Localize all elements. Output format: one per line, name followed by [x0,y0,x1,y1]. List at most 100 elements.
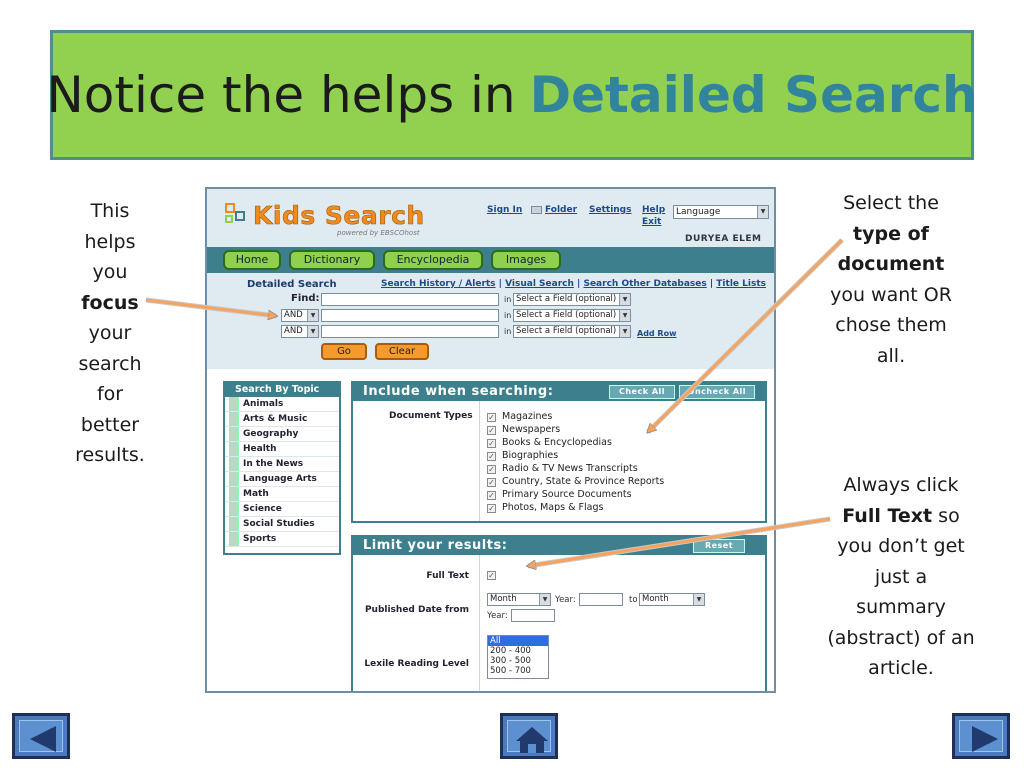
search-history-link[interactable]: Search History / Alerts [381,279,496,289]
lexile-option[interactable]: All [488,636,548,646]
home-slide-button[interactable] [500,713,558,759]
institution-name: DURYEA ELEM [685,234,762,244]
doc-type-label: Radio & TV News Transcripts [502,463,638,474]
previous-slide-button[interactable] [12,713,70,759]
note-line: (abstract) of an [827,626,975,649]
app-logo[interactable]: Kids Search [253,201,425,231]
search-input-1[interactable] [321,293,499,306]
column-divider [479,555,480,691]
nav-dictionary-button[interactable]: Dictionary [289,250,375,270]
nav-images-button[interactable]: Images [491,250,561,270]
checkbox[interactable]: ✓ [487,465,496,474]
checkbox[interactable]: ✓ [487,478,496,487]
topic-item[interactable]: Animals [225,397,339,412]
field-select-value: Select a Field (optional) [516,294,617,304]
note-line: Select the [843,192,939,214]
exit-link[interactable]: Exit [642,217,662,227]
doc-type-label: Country, State & Province Reports [502,476,665,487]
doc-type-option[interactable]: ✓ Photos, Maps & Flags [487,502,603,513]
note-document-type: Select the type of document you want OR … [806,188,976,371]
topic-item[interactable]: Science [225,502,339,517]
checkbox[interactable]: ✓ [487,504,496,513]
topic-item[interactable]: Arts & Music [225,412,339,427]
note-line-bold: document [837,253,945,275]
doc-type-option[interactable]: ✓Magazines [487,411,552,422]
go-button[interactable]: Go [321,343,367,360]
from-year-input[interactable] [579,593,623,606]
doc-type-option[interactable]: ✓ Radio & TV News Transcripts [487,463,638,474]
document-types-label: Document Types [389,411,473,421]
year-label: Year: [555,595,576,605]
topics-header: Search By Topic [225,383,339,397]
search-input-3[interactable] [321,325,499,338]
topic-item[interactable]: Language Arts [225,472,339,487]
note-line: you don’t get [837,535,965,557]
title-lists-link[interactable]: Title Lists [716,279,766,289]
topic-item[interactable]: Geography [225,427,339,442]
app-navbar: Home Dictionary Encyclopedia Images [207,247,774,273]
topic-item[interactable]: Math [225,487,339,502]
from-month-select[interactable]: Month ▼ [487,593,551,606]
help-link[interactable]: Help [642,205,666,215]
slide-title: Notice the helps in [46,66,516,124]
include-header: Include when searching: Check All Unchec… [353,383,765,401]
year-label: Year: [487,611,508,621]
full-text-checkbox[interactable]: ✓ [487,571,496,580]
field-select-2[interactable]: Select a Field (optional)▼ [513,309,631,322]
in-label: in [504,295,512,304]
doc-type-label: Photos, Maps & Flags [502,502,604,513]
topic-item[interactable]: Social Studies [225,517,339,532]
lexile-listbox[interactable]: All 200 - 400 300 - 500 500 - 700 [487,635,549,679]
field-select-1[interactable]: Select a Field (optional)▼ [513,293,631,306]
sign-in-link[interactable]: Sign In [487,205,523,215]
checkbox[interactable]: ✓ [487,426,496,435]
checkbox[interactable]: ✓ [487,452,496,461]
bool-operator-select[interactable]: AND▼ [281,309,319,322]
powered-by: powered by EBSCOhost [337,229,420,237]
to-year-input[interactable] [511,609,555,622]
checkbox[interactable]: ✓ [487,413,496,422]
doc-type-option[interactable]: ✓Newspapers [487,424,560,435]
note-line: This [90,200,130,222]
folder-link[interactable]: Folder [545,205,578,215]
lexile-option[interactable]: 200 - 400 [490,646,531,656]
bool-operator-select[interactable]: AND▼ [281,325,319,338]
topic-item[interactable]: In the News [225,457,339,472]
chevron-down-icon: ▼ [539,594,550,605]
language-select[interactable]: Language ▼ [673,205,769,219]
uncheck-all-button[interactable]: Uncheck All [679,385,755,399]
lexile-option[interactable]: 300 - 500 [490,656,531,666]
settings-link[interactable]: Settings [589,205,632,215]
clear-button[interactable]: Clear [375,343,429,360]
checkbox[interactable]: ✓ [487,491,496,500]
add-row-link[interactable]: Add Row [637,329,677,338]
checkbox[interactable]: ✓ [487,439,496,448]
field-select-3[interactable]: Select a Field (optional)▼ [513,325,631,338]
topic-item[interactable]: Health [225,442,339,457]
search-other-databases-link[interactable]: Search Other Databases [583,279,707,289]
topic-item[interactable]: Sports [225,532,339,547]
nav-encyclopedia-button[interactable]: Encyclopedia [383,250,483,270]
month-value: Month [490,594,517,604]
note-line: summary [856,596,946,618]
check-all-button[interactable]: Check All [609,385,675,399]
reset-button[interactable]: Reset [693,539,745,553]
doc-type-option[interactable]: ✓Biographies [487,450,558,461]
find-label: Find: [291,293,320,304]
language-select-value: Language [676,207,721,217]
doc-type-option[interactable]: ✓ Country, State & Province Reports [487,476,664,487]
lexile-label: Lexile Reading Level [364,659,469,669]
lexile-option[interactable]: 500 - 700 [490,666,531,676]
chevron-down-icon: ▼ [619,326,630,337]
doc-type-option[interactable]: ✓Books & Encyclopedias [487,437,612,448]
folder-icon [531,206,542,214]
note-line: helps [84,230,136,253]
nav-home-button[interactable]: Home [223,250,281,270]
visual-search-link[interactable]: Visual Search [505,279,574,289]
note-line: search [78,352,142,375]
to-month-select[interactable]: Month▼ [639,593,705,606]
search-input-2[interactable] [321,309,499,322]
slide-title-box: Notice the helps in Detailed Search [46,30,978,160]
next-slide-button[interactable] [952,713,1010,759]
doc-type-option[interactable]: ✓Primary Source Documents [487,489,632,500]
